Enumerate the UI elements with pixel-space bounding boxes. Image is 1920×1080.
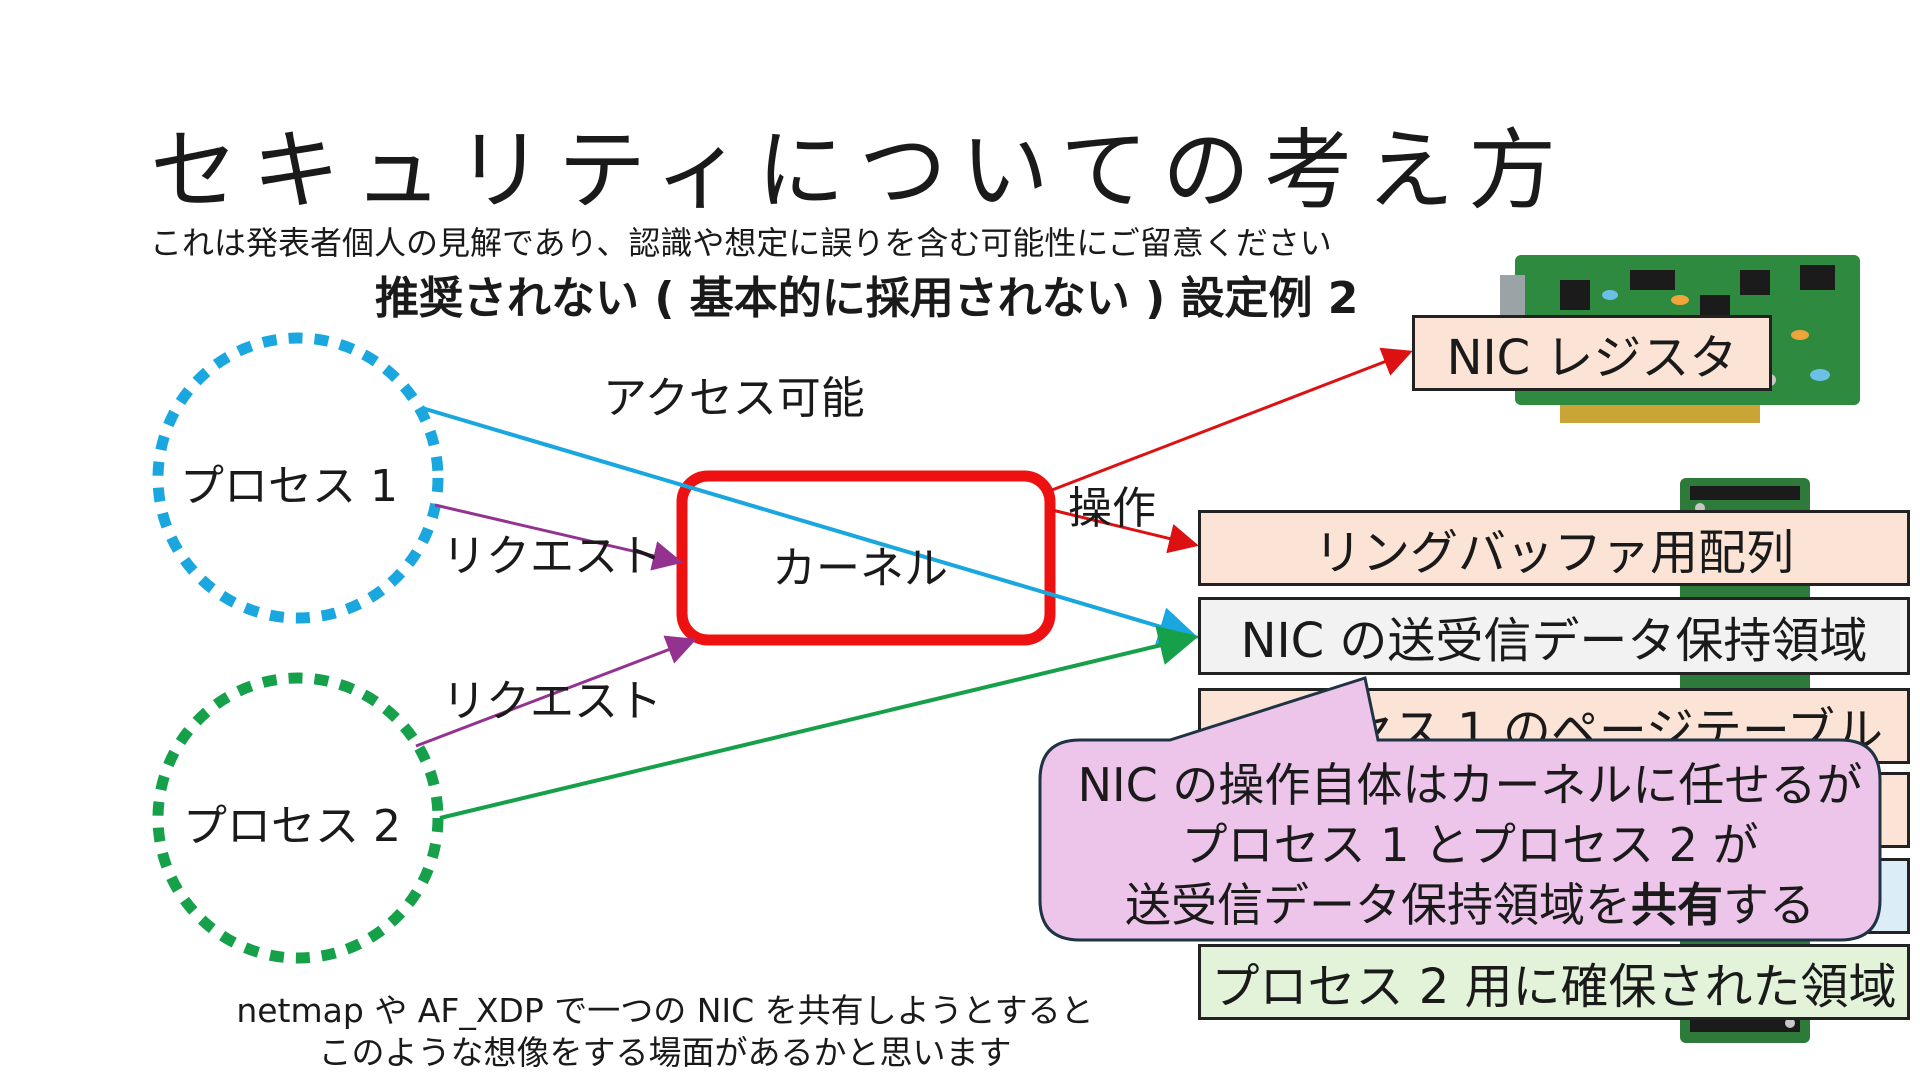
callout-line-3-before: 送受信データ保持領域を [1125, 878, 1631, 932]
callout-line-2: プロセス 1 とプロセス 2 が [1030, 815, 1910, 875]
process-2-label: プロセス 2 [183, 790, 401, 854]
footnote-line-1: netmap や AF_XDP で一つの NIC を共有しようとすると [180, 990, 1150, 1032]
callout-emphasis: 共有 [1631, 878, 1723, 932]
ring-buffer-box: リングバッファ用配列 [1198, 510, 1910, 586]
nic-data-region-box: NIC の送受信データ保持領域 [1198, 597, 1910, 675]
callout-line-1: NIC の操作自体はカーネルに任せるが [1030, 755, 1910, 815]
process-1-label: プロセス 1 [180, 450, 398, 514]
callout-text: NIC の操作自体はカーネルに任せるが プロセス 1 とプロセス 2 が 送受信… [1030, 755, 1910, 935]
callout-line-3-after: する [1723, 878, 1815, 932]
request-label-1: リクエスト [442, 520, 662, 584]
footnote: netmap や AF_XDP で一つの NIC を共有しようとすると このよう… [180, 990, 1150, 1074]
process2-region-box: プロセス 2 用に確保された領域 [1198, 944, 1910, 1020]
operate-label: 操作 [1068, 472, 1156, 536]
footnote-line-2: このような想像をする場面があるかと思います [180, 1032, 1150, 1074]
request-label-2: リクエスト [442, 665, 662, 729]
nic-register-box: NIC レジスタ [1412, 315, 1772, 391]
operate-arrow-register [1052, 352, 1410, 490]
callout-line-3: 送受信データ保持領域を共有する [1030, 875, 1910, 935]
kernel-label: カーネル [772, 532, 948, 596]
access-label: アクセス可能 [603, 362, 865, 426]
